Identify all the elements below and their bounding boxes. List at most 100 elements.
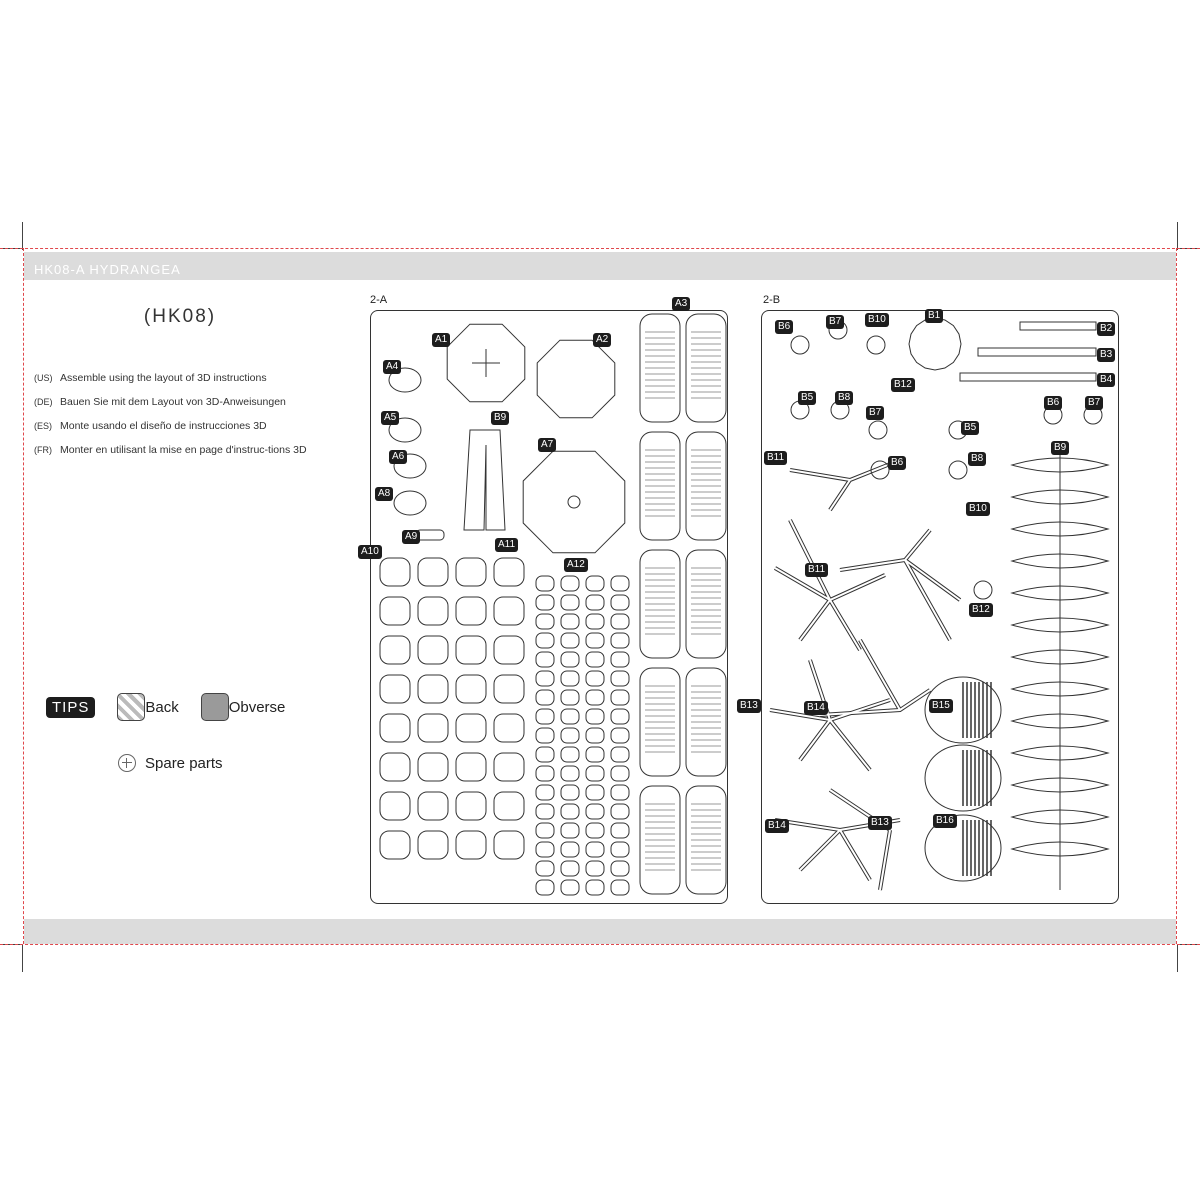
part-tag: A4	[383, 360, 402, 374]
part-tag: B14	[765, 819, 789, 833]
leaf-part	[685, 431, 727, 541]
obverse-swatch-icon	[200, 693, 229, 721]
flower-part	[585, 765, 605, 782]
part-tag: B10	[966, 502, 990, 516]
leaf-part	[1010, 809, 1110, 825]
leaf-part	[1010, 841, 1110, 857]
flower-part	[535, 746, 555, 763]
flower-part	[585, 746, 605, 763]
legend-spare: Spare parts	[118, 754, 223, 772]
branch-inner	[774, 519, 886, 651]
instruction-fr: (FR)Monter en utilisant la mise en page …	[34, 442, 324, 458]
leaf-part	[1010, 617, 1110, 633]
instruction-es: (ES) Monte usando el diseño de instruccio…	[34, 418, 324, 434]
leaf-part	[639, 785, 681, 895]
flower-part	[610, 613, 630, 630]
flower-part	[535, 594, 555, 611]
flower-part	[560, 670, 580, 687]
header-band	[24, 252, 1176, 280]
flower-part	[379, 596, 411, 626]
footer-band	[24, 919, 1176, 944]
flower-part	[455, 752, 487, 782]
part-tag: B4	[1097, 373, 1116, 387]
flower-part	[585, 784, 605, 801]
part-tag: B12	[969, 603, 993, 617]
flower-part	[455, 713, 487, 743]
small-part	[393, 490, 427, 516]
small-part	[948, 460, 968, 480]
flower-part	[379, 752, 411, 782]
flower-part	[610, 860, 630, 877]
gear-part	[908, 317, 962, 371]
rail-part	[959, 372, 1097, 382]
leaf-part	[639, 313, 681, 423]
leaf-part	[1010, 457, 1110, 473]
leaf-part	[1010, 713, 1110, 729]
flower-part	[610, 689, 630, 706]
flower-part	[560, 765, 580, 782]
flower-part	[560, 841, 580, 858]
flower-part	[493, 596, 525, 626]
leaf-part	[1010, 777, 1110, 793]
crop-mark	[22, 222, 23, 250]
flower-part	[585, 613, 605, 630]
flower-part	[379, 713, 411, 743]
part-tag: A1	[432, 333, 451, 347]
instruction-us: (US)Assemble using the layout of 3D inst…	[34, 370, 324, 386]
cut-line-left	[23, 248, 24, 944]
part-tag: B6	[775, 320, 794, 334]
back-swatch-icon	[117, 693, 146, 721]
part-tag: B14	[804, 701, 828, 715]
flower-part	[610, 727, 630, 744]
fork-part	[463, 429, 506, 531]
part-tag: B11	[764, 451, 788, 465]
flower-part	[455, 830, 487, 860]
flower-part	[560, 860, 580, 877]
flower-part	[585, 708, 605, 725]
octagon-part	[522, 450, 626, 554]
part-tag: A9	[402, 530, 421, 544]
flower-part	[560, 651, 580, 668]
panel-2a	[370, 310, 728, 904]
flower-part	[379, 557, 411, 587]
round-part	[924, 814, 1002, 882]
instruction-text: Bauen Sie mit dem Layout von 3D-Anweisun…	[60, 396, 286, 408]
flower-part	[610, 575, 630, 592]
part-tag: B6	[1044, 396, 1063, 410]
flower-part	[585, 841, 605, 858]
flower-part	[585, 860, 605, 877]
part-tag: B1	[925, 309, 944, 323]
flower-part	[455, 596, 487, 626]
flower-part	[455, 557, 487, 587]
flower-part	[585, 575, 605, 592]
flower-part	[560, 575, 580, 592]
flower-part	[560, 784, 580, 801]
lang-code: (ES)	[34, 421, 52, 431]
flower-part	[493, 674, 525, 704]
flower-part	[535, 613, 555, 630]
legend-back-label: Back	[145, 698, 179, 716]
part-tag: A8	[375, 487, 394, 501]
flower-part	[610, 594, 630, 611]
branch-part	[828, 788, 892, 891]
leaf-part	[639, 549, 681, 659]
instruction-text: Monte usando el diseño de instrucciones …	[60, 420, 267, 432]
part-tag: B8	[835, 391, 854, 405]
round-part	[924, 676, 1002, 744]
small-part	[388, 417, 422, 443]
part-tag: B7	[1085, 396, 1104, 410]
cut-line-bottom	[0, 944, 1200, 945]
flower-part	[379, 830, 411, 860]
flower-part	[535, 879, 555, 896]
crop-mark	[1177, 222, 1178, 250]
flower-part	[455, 674, 487, 704]
part-tag: A5	[381, 411, 400, 425]
leaf-part	[639, 431, 681, 541]
legend-obverse-label: Obverse	[228, 698, 286, 716]
leaf-part	[1010, 649, 1110, 665]
leaf-part	[1010, 521, 1110, 537]
small-part	[388, 367, 422, 393]
flower-part	[535, 784, 555, 801]
flower-part	[493, 752, 525, 782]
